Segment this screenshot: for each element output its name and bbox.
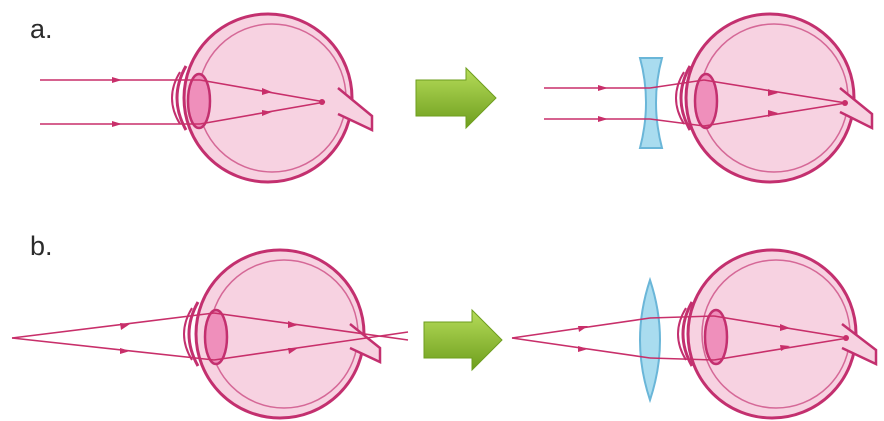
green-arrow-icon <box>416 68 496 128</box>
green-arrow-icon <box>424 310 502 370</box>
convex-lens-icon <box>640 280 660 400</box>
panel-label-b: b. <box>30 231 53 261</box>
panel-label-a: a. <box>30 14 53 44</box>
concave-lens-icon <box>640 58 662 148</box>
eye-a-corrected <box>676 14 872 182</box>
eye-b-corrected <box>678 250 876 418</box>
eye-b-uncorrected <box>184 250 380 418</box>
eye-a-uncorrected <box>172 14 372 182</box>
